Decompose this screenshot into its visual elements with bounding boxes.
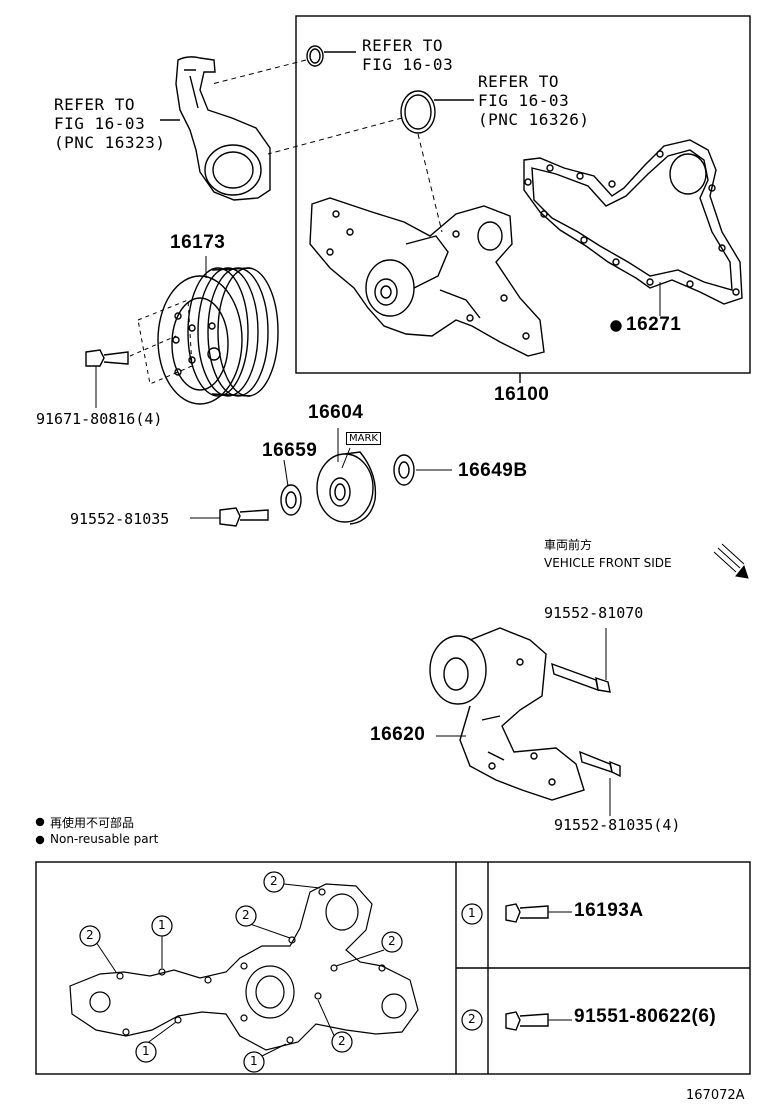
washer-16649b xyxy=(393,454,415,486)
water-pump-body xyxy=(309,197,545,357)
part-91671: 91671-80816(4) xyxy=(36,410,163,428)
part-16659: 16659 xyxy=(262,440,318,461)
circle-num: 2 xyxy=(338,1034,346,1048)
part-91552-81035-4: 91552-81035(4) xyxy=(554,816,681,834)
circle-num: 1 xyxy=(250,1054,258,1068)
idler-bolt xyxy=(219,507,269,527)
part-16271: 16271 xyxy=(626,314,682,335)
water-pump-pulley xyxy=(157,267,279,405)
tensioner-bolt-short xyxy=(579,750,621,778)
bolt-location-outline xyxy=(69,883,419,1051)
vehicle-front-jp: 車両前方 xyxy=(544,538,593,552)
legend-jp: 再使用不可部品 xyxy=(50,816,135,830)
water-pump-assy-frame xyxy=(295,15,751,374)
circled-numbers xyxy=(79,871,483,1073)
belt-tensioner xyxy=(429,627,585,801)
circle-num: 1 xyxy=(158,918,166,932)
refer-label-1: REFER TO FIG 16-03 xyxy=(362,36,454,74)
non-reusable-dot xyxy=(610,320,622,332)
part-91552-81070: 91552-81070 xyxy=(544,604,644,622)
o-ring-large xyxy=(400,90,436,134)
part-16604: 16604 xyxy=(308,402,364,423)
part-16100: 16100 xyxy=(494,384,550,405)
legend-en: Non-reusable part xyxy=(50,832,159,846)
o-ring-small xyxy=(306,45,324,67)
water-pump-gasket xyxy=(523,139,743,305)
bolt-91551-label: 91551-80622(6) xyxy=(574,1006,717,1027)
circle-num: 2 xyxy=(86,928,94,942)
figure-id: 167072A xyxy=(686,1088,745,1103)
bolt-91551-icon xyxy=(505,1011,572,1031)
pulley-bolt xyxy=(85,349,129,367)
water-inlet-housing xyxy=(175,56,271,201)
circle-num: 1 xyxy=(468,906,476,920)
circle-num: 1 xyxy=(142,1044,150,1058)
part-16649b: 16649B xyxy=(458,460,528,481)
bolt-16193a-icon xyxy=(505,903,572,923)
part-16173: 16173 xyxy=(170,232,226,253)
refer-label-3: REFER TO FIG 16-03 (PNC 16323) xyxy=(54,95,166,152)
vehicle-front-en: VEHICLE FRONT SIDE xyxy=(544,556,672,570)
circle-num: 2 xyxy=(468,1012,476,1026)
mark-label: MARK xyxy=(346,432,381,445)
washer-16659 xyxy=(280,484,302,516)
part-16620: 16620 xyxy=(370,724,426,745)
idler-pulley xyxy=(316,451,377,525)
tensioner-bolt-long xyxy=(551,662,611,693)
refer-label-2: REFER TO FIG 16-03 (PNC 16326) xyxy=(478,72,590,129)
part-91552-81035: 91552-81035 xyxy=(70,510,170,528)
vehicle-front-arrow xyxy=(713,543,749,579)
bolt-16193a-label: 16193A xyxy=(574,900,644,921)
circle-num: 2 xyxy=(270,874,278,888)
circle-num: 2 xyxy=(388,934,396,948)
circle-num: 2 xyxy=(242,908,250,922)
